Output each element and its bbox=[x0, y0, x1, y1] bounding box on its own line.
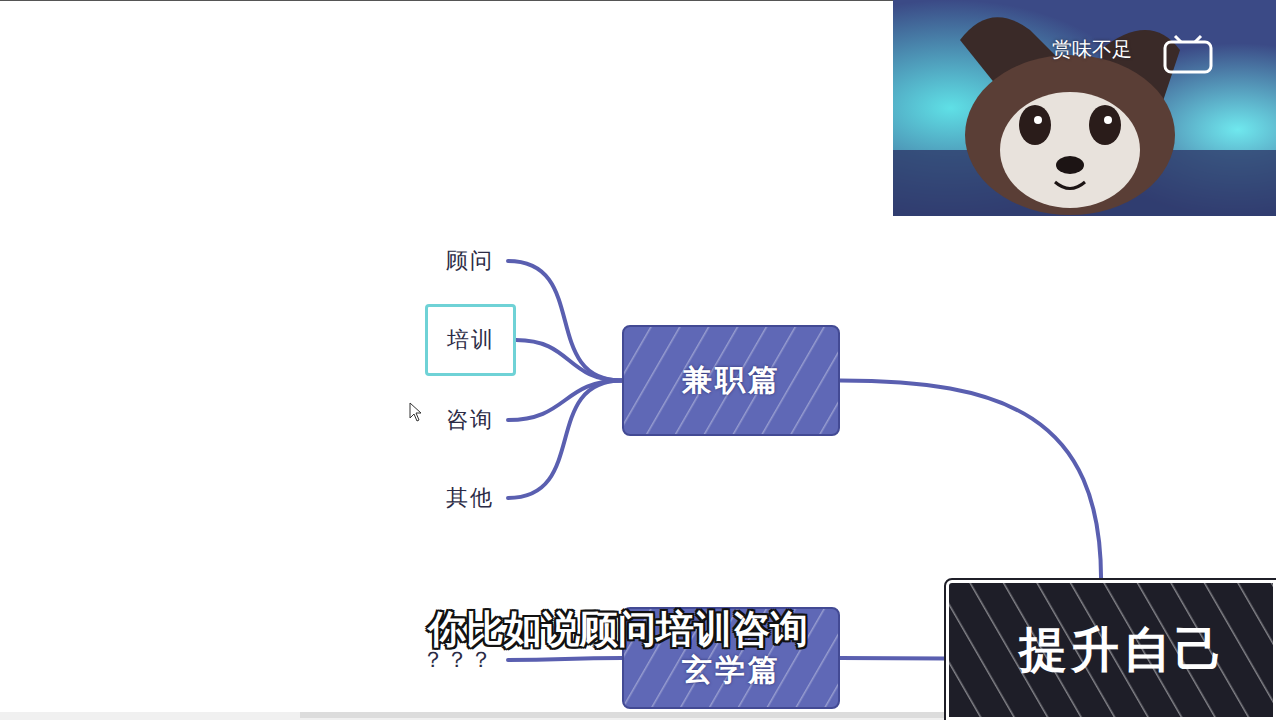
node-text: 其他 bbox=[446, 483, 494, 513]
branch-line bbox=[516, 340, 622, 381]
branch-line bbox=[840, 381, 1101, 581]
node-text: 咨询 bbox=[446, 405, 494, 435]
branch-line bbox=[508, 658, 622, 660]
subtitle: 你比如说顾问培训咨询 bbox=[428, 604, 808, 655]
node-text: 培训 bbox=[447, 325, 495, 355]
node-text: 玄学篇 bbox=[682, 650, 781, 691]
watermark: 赏味不足 bbox=[1052, 36, 1132, 63]
root-box: 提升自己 bbox=[946, 580, 1276, 720]
logo-mark bbox=[1165, 42, 1211, 72]
branch-line bbox=[508, 381, 622, 421]
leaf-topic: 其他 bbox=[432, 475, 508, 521]
mouse-cursor bbox=[410, 403, 421, 421]
node-text: 兼职篇 bbox=[682, 360, 781, 401]
leaf-topic: 顾问 bbox=[432, 238, 508, 284]
branch-line bbox=[508, 261, 622, 381]
branch-box: 兼职篇 bbox=[622, 325, 840, 436]
leaf-topic-selected: 培训 bbox=[425, 304, 516, 376]
node-text: 顾问 bbox=[446, 246, 494, 276]
leaf-topic: 咨询 bbox=[432, 397, 508, 443]
scroll-thumb bbox=[300, 712, 980, 718]
branch-line bbox=[840, 658, 946, 659]
branch-line bbox=[508, 381, 622, 499]
video-thumbnail bbox=[893, 0, 1276, 216]
node-text: 提升自己 bbox=[1019, 618, 1227, 682]
